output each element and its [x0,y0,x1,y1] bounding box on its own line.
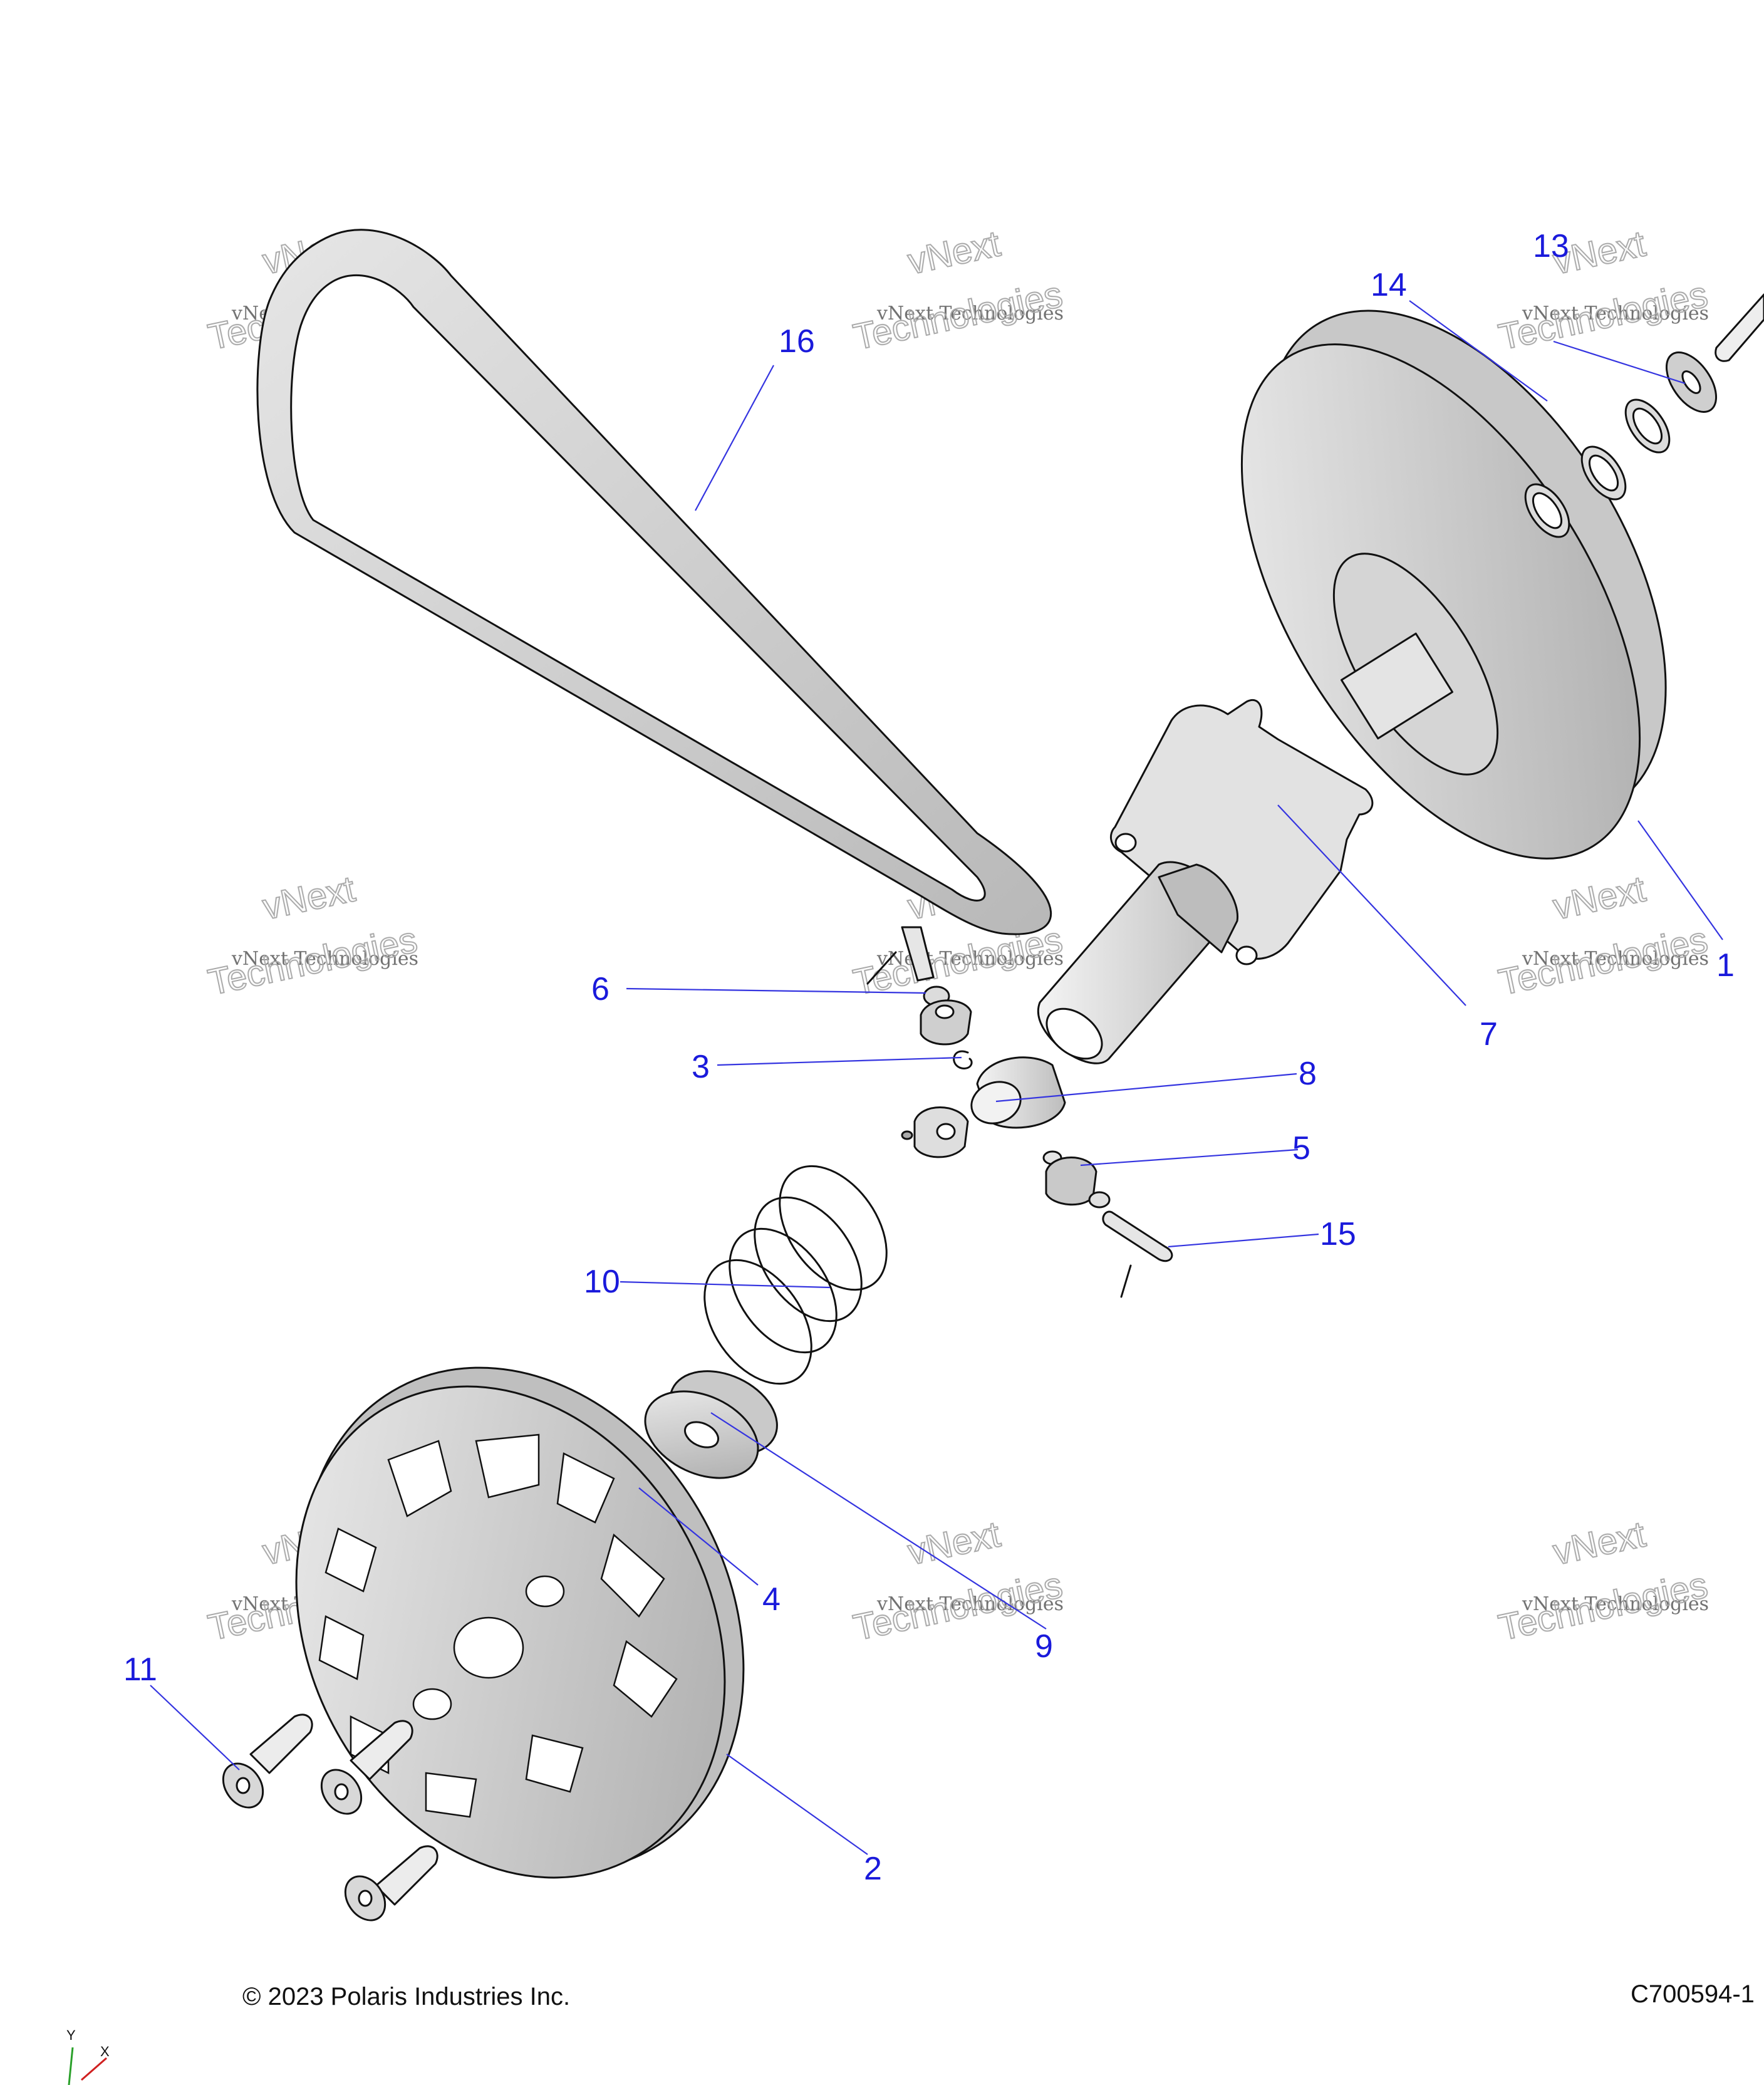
leader-7 [1277,804,1466,1006]
callout-3[interactable]: 3 [692,1049,710,1085]
watermark: vNext vNext Technologies Technologies [849,1513,1067,1649]
svg-text:vNext Technologies: vNext Technologies [876,1593,1064,1615]
compression-spring [703,1165,888,1385]
svg-text:vNext Technologies: vNext Technologies [876,303,1064,325]
svg-text:Technologies: Technologies [205,919,421,1003]
svg-text:vNext: vNext [259,868,359,927]
x-axis-line [81,2057,107,2081]
drawing-id: C700594-1 [1631,1980,1755,2008]
svg-text:Technologies: Technologies [1495,919,1711,1003]
callout-9[interactable]: 9 [1035,1628,1053,1665]
callout-16[interactable]: 16 [779,323,815,360]
svg-text:Technologies: Technologies [850,274,1066,358]
svg-text:vNext Technologies: vNext Technologies [231,948,418,970]
svg-text:Technologies: Technologies [850,1564,1066,1648]
svg-text:vNext: vNext [905,1514,1004,1573]
callout-10[interactable]: 10 [584,1264,620,1300]
svg-text:Technologies: Technologies [1495,1564,1711,1648]
moveable-sheave [1240,309,1667,860]
cam-roller [1042,1150,1111,1209]
watermark: vNext vNext Technologies Technologies [204,868,422,1004]
leader-2 [726,1754,868,1855]
bolt [222,1713,313,1809]
y-axis-label: Y [66,2027,76,2043]
leader-16 [695,365,774,511]
retaining-clip [953,1050,973,1069]
callout-14[interactable]: 14 [1371,267,1407,303]
leader-10 [620,1281,831,1289]
spring-cup [644,1370,778,1479]
watermark: vNext vNext Technologies Technologies [1495,222,1712,358]
leader-4 [638,1487,759,1586]
svg-text:vNext: vNext [905,223,1004,282]
callout-6[interactable]: 6 [591,971,610,1007]
callout-7[interactable]: 7 [1480,1016,1498,1053]
svg-text:vNext Technologies: vNext Technologies [1522,1593,1709,1615]
cam-nut [901,1106,969,1158]
y-axis-line [68,2047,74,2085]
leader-8 [995,1073,1297,1103]
leader-6 [626,987,926,994]
callout-5[interactable]: 5 [1292,1130,1310,1167]
svg-text:vNext Technologies: vNext Technologies [1522,948,1709,970]
leader-9 [710,1412,1047,1630]
drive-belt [256,229,1052,935]
svg-text:vNext Technologies: vNext Technologies [876,948,1064,970]
svg-text:vNext Technologies: vNext Technologies [1522,303,1709,325]
roller-pin-long [1102,1210,1173,1298]
svg-text:vNext: vNext [1550,1514,1649,1573]
leader-15 [1168,1233,1319,1248]
callout-4[interactable]: 4 [762,1581,781,1618]
bolt [320,1720,413,1815]
callout-13[interactable]: 13 [1533,228,1569,264]
callout-11[interactable]: 11 [123,1651,157,1688]
callout-1[interactable]: 1 [1716,947,1735,984]
leader-1 [1637,820,1723,940]
spider-bushing [970,1056,1066,1129]
watermark: vNext vNext Technologies Technologies [1495,1513,1712,1649]
leader-13 [1553,340,1686,385]
axis-triad: Y X [66,2027,110,2085]
bolt [344,1845,438,1921]
callout-8[interactable]: 8 [1299,1056,1317,1092]
spider-hub [1037,699,1374,1064]
callout-15[interactable]: 15 [1320,1216,1356,1252]
svg-text:vNext: vNext [1550,868,1649,927]
watermark: vNext vNext Technologies Technologies [849,222,1067,358]
stationary-sheave [295,1366,745,1879]
callout-2[interactable]: 2 [864,1851,882,1887]
leader-3 [717,1056,962,1066]
leader-lines [150,300,1723,1855]
copyright-text: © 2023 Polaris Industries Inc. [242,1983,570,2010]
svg-text:Technologies: Technologies [1495,274,1711,358]
leader-11 [150,1685,240,1770]
watermark: vNext vNext Technologies Technologies [1495,868,1712,1004]
x-axis-label: X [100,2044,110,2059]
callouts: 16 13 14 1 7 6 3 8 5 15 10 9 4 2 11 [123,228,1735,1887]
sheave-washers [1524,293,1764,538]
leader-14 [1409,300,1548,402]
roller-pin [866,926,972,1046]
sheave-bolts [222,1713,438,1921]
leader-5 [1080,1148,1299,1167]
